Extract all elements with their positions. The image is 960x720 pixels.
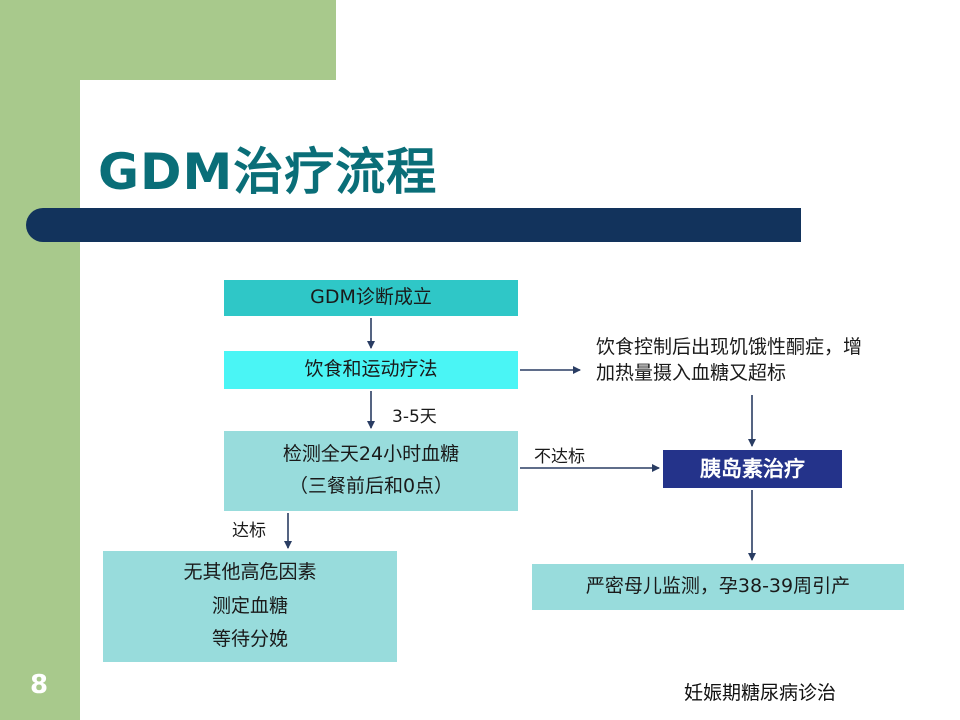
- box-no-risk-factors-line1: 无其他高危因素: [183, 561, 317, 584]
- green-corner-block: [0, 0, 336, 80]
- box-insulin-therapy-text: 胰岛素治疗: [700, 456, 805, 481]
- box-no-risk-factors: 无其他高危因素 测定血糖 等待分娩: [103, 551, 397, 662]
- box-diet-exercise-text: 饮食和运动疗法: [304, 358, 438, 381]
- box-glucose-monitoring: 检测全天24小时血糖 （三餐前后和0点）: [224, 431, 518, 511]
- box-no-risk-factors-line3: 等待分娩: [211, 628, 288, 651]
- box-glucose-monitoring-line1: 检测全天24小时血糖: [282, 443, 460, 466]
- box-diet-exercise: 饮食和运动疗法: [224, 351, 518, 389]
- page-number: 8: [30, 670, 49, 700]
- box-glucose-monitoring-line2: （三餐前后和0点）: [288, 475, 454, 497]
- side-note-ketosis: 饮食控制后出现饥饿性酮症，增加热量摄入血糖又超标: [596, 336, 863, 385]
- footer-caption: 妊娠期糖尿病诊治: [684, 682, 837, 704]
- label-reached: 达标: [232, 521, 266, 541]
- box-gdm-diagnosis-text: GDM诊断成立: [310, 286, 432, 309]
- box-gdm-diagnosis: GDM诊断成立: [224, 280, 518, 316]
- label-not-reached: 不达标: [534, 447, 585, 467]
- box-no-risk-factors-line2: 测定血糖: [211, 594, 288, 617]
- title-underline-bar: [26, 208, 801, 242]
- slide-title: GDM治疗流程: [98, 143, 438, 201]
- box-insulin-therapy: 胰岛素治疗: [663, 450, 842, 488]
- label-3-5-days: 3-5天: [392, 407, 437, 427]
- green-side-strip: [0, 80, 80, 720]
- box-monitoring-delivery: 严密母儿监测，孕38-39周引产: [532, 564, 904, 610]
- box-monitoring-delivery-text: 严密母儿监测，孕38-39周引产: [585, 575, 851, 598]
